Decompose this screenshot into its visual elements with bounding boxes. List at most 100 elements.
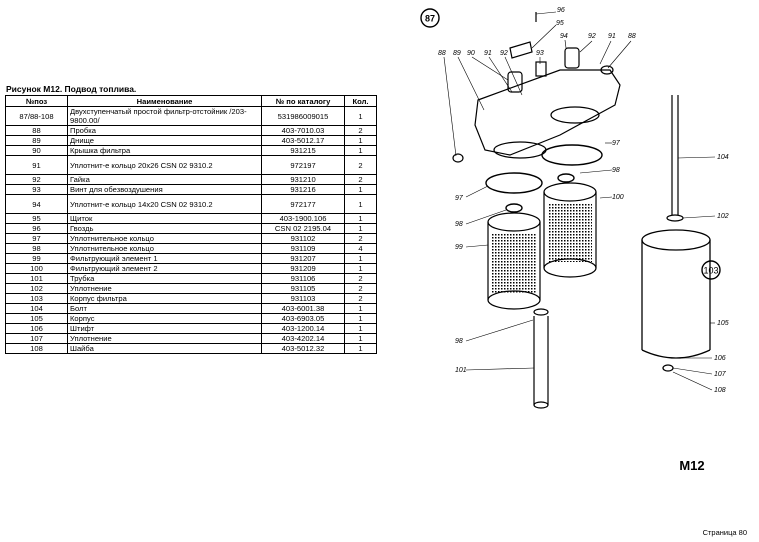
cell-name: Уплотнит-е кольцо 14х20 CSN 02 9310.2: [67, 194, 262, 214]
cell-qty: 1: [344, 145, 377, 156]
part-label: 97: [455, 195, 464, 202]
cell-catalog: 972197: [261, 155, 345, 175]
part-label: 93: [536, 50, 544, 57]
cell-qty: 1: [344, 343, 377, 354]
cell-catalog: 403-1200.14: [261, 323, 345, 334]
cell-catalog: 531986009015: [261, 106, 345, 126]
part-label: 91: [608, 33, 616, 40]
cell-pos: 102: [5, 283, 68, 294]
figure-code: М12: [679, 458, 704, 473]
cell-qty: 1: [344, 194, 377, 214]
cell-name: Штифт: [67, 323, 262, 334]
cell-pos: 108: [5, 343, 68, 354]
cell-catalog: 403-6903.05: [261, 313, 345, 324]
cell-pos: 99: [5, 253, 68, 264]
cell-pos: 106: [5, 323, 68, 334]
cell-qty: 1: [344, 223, 377, 234]
part-label: 91: [484, 50, 492, 57]
cell-name: Уплотнительное кольцо: [67, 243, 262, 254]
cell-catalog: 403-1900.106: [261, 213, 345, 224]
part-label: 92: [500, 50, 508, 57]
cell-pos: 104: [5, 303, 68, 314]
cell-name: Фильтрующий элемент 2: [67, 263, 262, 274]
cell-qty: 1: [344, 333, 377, 344]
cell-catalog: 931210: [261, 174, 345, 185]
cell-name: Уплотнительное кольцо: [67, 233, 262, 244]
part-label: 106: [714, 355, 726, 362]
part-label: 95: [556, 20, 564, 27]
cell-catalog: 931207: [261, 253, 345, 264]
cell-qty: 1: [344, 263, 377, 274]
cell-pos: 87/88-108: [5, 106, 68, 126]
cell-catalog: 972177: [261, 194, 345, 214]
part-label: 102: [717, 213, 729, 220]
cell-name: Двухступенчатый простой фильтр-отстойник…: [67, 106, 262, 126]
cell-name: Уплотнение: [67, 333, 262, 344]
cell-qty: 1: [344, 135, 377, 146]
cell-qty: 2: [344, 155, 377, 175]
cell-qty: 2: [344, 233, 377, 244]
cell-name: Уплотнение: [67, 283, 262, 294]
cell-name: Гайка: [67, 174, 262, 185]
callout-103: 103: [703, 266, 718, 276]
cell-qty: 4: [344, 243, 377, 254]
header-pos: №поз: [5, 95, 68, 107]
filter-element-99: [487, 212, 541, 310]
cell-name: Уплотнит-е кольцо 20х26 CSN 02 9310.2: [67, 155, 262, 175]
part-label: 88: [628, 33, 636, 40]
cell-name: Гвоздь: [67, 223, 262, 234]
cell-qty: 2: [344, 283, 377, 294]
cell-catalog: 403-5012.32: [261, 343, 345, 354]
part-label: 89: [453, 50, 461, 57]
cell-pos: 101: [5, 273, 68, 284]
exploded-diagram: 87: [420, 7, 729, 473]
parts-table: №поз Наименование № по каталогу Кол. 87/…: [5, 95, 377, 354]
filter-cover-drawing: [452, 12, 621, 163]
callout-103-circle: [701, 260, 721, 280]
part-label: 97: [612, 140, 621, 147]
cell-catalog: 403-6001.38: [261, 303, 345, 314]
table-header-row: №поз Наименование № по каталогу Кол.: [5, 95, 377, 107]
cell-catalog: 931109: [261, 243, 345, 254]
filter-element-100: [543, 182, 597, 278]
cell-catalog: 403-7010.03: [261, 125, 345, 136]
cell-qty: 1: [344, 106, 377, 126]
part-label: 98: [455, 221, 463, 228]
cell-qty: 2: [344, 174, 377, 185]
cell-qty: 2: [344, 125, 377, 136]
cell-catalog: 931105: [261, 283, 345, 294]
cell-pos: 95: [5, 213, 68, 224]
cell-catalog: 403-5012.17: [261, 135, 345, 146]
tube-101: [533, 308, 549, 409]
part-label: 96: [557, 7, 565, 14]
page-number: Страница 80: [702, 528, 747, 537]
cell-pos: 89: [5, 135, 68, 146]
header-catalog: № по каталогу: [261, 95, 345, 107]
group-circle: [420, 8, 440, 28]
cell-pos: 91: [5, 155, 68, 175]
cell-catalog: 931215: [261, 145, 345, 156]
part-label: 90: [467, 50, 475, 57]
cell-qty: 2: [344, 293, 377, 304]
cell-pos: 100: [5, 263, 68, 274]
cell-qty: 1: [344, 184, 377, 195]
cell-name: Винт для обезвоздушения: [67, 184, 262, 195]
header-name: Наименование: [67, 95, 262, 107]
cell-pos: 96: [5, 223, 68, 234]
